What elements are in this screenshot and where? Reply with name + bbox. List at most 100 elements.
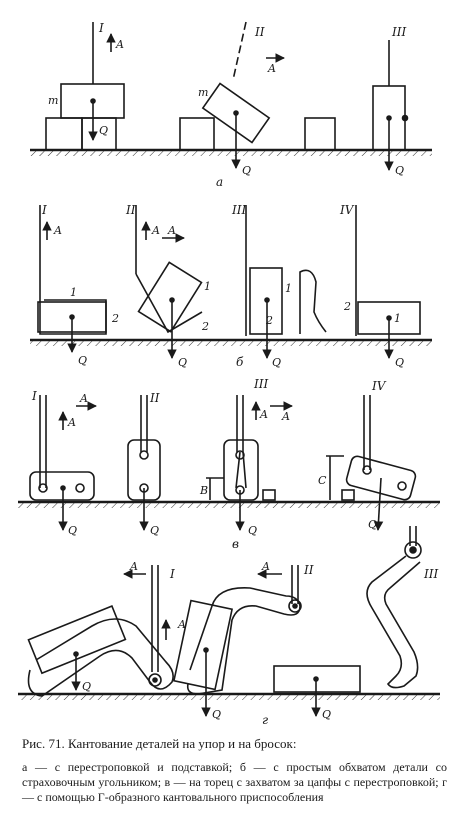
dimension-label: C	[318, 474, 327, 487]
step-label: I	[41, 203, 47, 217]
step-label: III	[253, 377, 268, 391]
force-label: A	[267, 62, 276, 75]
step-label: II	[125, 203, 136, 217]
load-label: Q	[248, 524, 257, 537]
pivot-point	[404, 541, 422, 559]
step-label: II	[254, 25, 265, 39]
force-label: A	[67, 416, 76, 429]
trunnion	[75, 483, 85, 493]
step-label: II	[149, 391, 160, 405]
force-label: A	[79, 392, 88, 405]
step-label: IV	[371, 379, 387, 393]
part-number: 2	[111, 312, 119, 325]
ground-hatch	[18, 695, 440, 700]
force-label: A	[129, 560, 138, 573]
part	[29, 471, 95, 501]
part-number: 1	[285, 282, 292, 295]
sling-hook	[401, 114, 409, 122]
force-label: A	[281, 410, 290, 423]
load-label: Q	[68, 524, 77, 537]
l-shaped-fixture	[27, 618, 174, 697]
part	[27, 605, 127, 675]
part-number: 2	[265, 314, 273, 327]
trunnion	[235, 450, 245, 460]
panel-letter: в	[232, 537, 239, 551]
load-label: Q	[212, 708, 221, 721]
sling-wrap	[135, 273, 203, 334]
support-block	[45, 117, 83, 151]
part	[223, 439, 259, 501]
step-label: III	[231, 203, 246, 217]
l-shaped-fixture	[366, 555, 421, 689]
panel-v	[18, 395, 440, 531]
panel-a-labels: I A m Q II A m Q III Q а	[48, 21, 406, 189]
part-number: 2	[343, 300, 351, 313]
ground-hatch	[18, 503, 440, 508]
ground-hatch	[30, 151, 432, 156]
tilted-part	[137, 261, 203, 333]
trunnion	[38, 483, 48, 493]
pivot-point	[409, 546, 417, 554]
trunnion	[397, 481, 407, 491]
panel-letter: б	[236, 355, 244, 369]
tilted-part	[201, 82, 271, 144]
caption-title: Рис. 71. Кантование деталей на упор и на…	[22, 736, 297, 751]
part	[172, 599, 234, 691]
pivot-point	[292, 603, 298, 609]
panel-a	[30, 21, 432, 171]
load-label: Q	[322, 708, 331, 721]
panel-g	[18, 526, 440, 717]
force-label: A	[115, 38, 124, 51]
step-label: II	[303, 563, 314, 577]
step-label: III	[391, 25, 406, 39]
step-label: I	[98, 21, 104, 35]
panel-v-labels: I A A Q II Q III A A B Q IV C Q в	[31, 377, 387, 551]
part-number: 1	[394, 312, 401, 325]
force-label: A	[151, 224, 160, 237]
panel-g-labels: I A A Q II A Q Q III г	[82, 560, 438, 727]
part-mark: m	[198, 86, 208, 99]
figure-caption: Рис. 71. Кантование деталей на упор и на…	[22, 736, 447, 805]
load-label: Q	[82, 680, 91, 693]
stop-block	[262, 489, 276, 501]
step-label: I	[31, 389, 37, 403]
pivot-point	[148, 673, 162, 687]
load-label: Q	[178, 356, 187, 369]
support-block	[81, 117, 117, 151]
panel-b-labels: I A 1 2 Q II A A 1 2 Q III 1 2 Q IV 2 1 …	[41, 203, 404, 369]
panel-letter: а	[216, 175, 223, 189]
load-label: Q	[272, 356, 281, 369]
force-label: A	[167, 224, 176, 237]
ground-hatch	[30, 341, 432, 346]
step-label: I	[169, 567, 175, 581]
load-arrow	[373, 477, 384, 531]
load-label: Q	[368, 518, 377, 531]
l-shaped-fixture	[186, 587, 301, 695]
part-mark: m	[48, 94, 58, 107]
tilted-part	[345, 455, 417, 501]
panel-letter: г	[262, 713, 268, 727]
tilting-parts-diagram: I A m Q II A m Q III Q а	[18, 21, 440, 727]
load-label: Q	[395, 356, 404, 369]
support-block	[179, 117, 215, 151]
load-label: Q	[150, 524, 159, 537]
force-label: A	[259, 408, 268, 421]
load-label: Q	[395, 164, 404, 177]
part-number: 1	[70, 286, 77, 299]
guard-angle	[299, 269, 327, 334]
part-number: 1	[204, 280, 211, 293]
step-label: IV	[339, 203, 355, 217]
dimension-label: B	[199, 484, 208, 497]
trunnion	[362, 465, 372, 475]
pivot-point	[152, 677, 158, 683]
support-block	[304, 117, 336, 151]
caption-body: а — с перестроповкой и подставкой; б — с…	[22, 760, 447, 804]
load-label: Q	[242, 164, 251, 177]
part	[249, 267, 283, 335]
force-label: A	[261, 560, 270, 573]
part-number: 2	[201, 320, 209, 333]
hoist-rope-dashed	[232, 21, 247, 81]
force-label: A	[53, 224, 62, 237]
step-label: III	[423, 567, 438, 581]
panel-b	[30, 205, 432, 359]
